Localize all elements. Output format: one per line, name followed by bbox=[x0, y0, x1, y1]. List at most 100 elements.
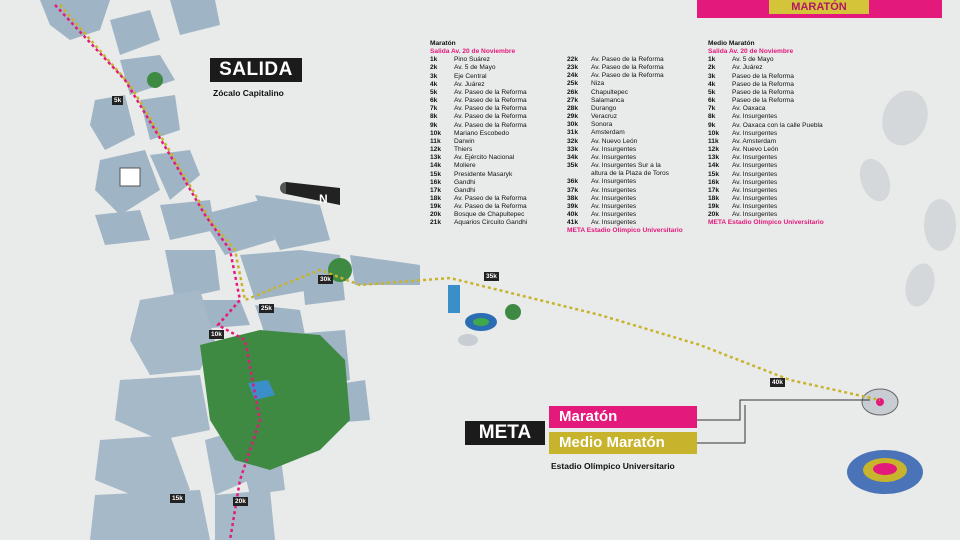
meta-label: META bbox=[465, 421, 545, 445]
street-name: Av. Paseo de la Reforma bbox=[454, 121, 527, 129]
street-name: Amsterdam bbox=[591, 129, 625, 137]
street-name: Av. 5 de Mayo bbox=[454, 64, 496, 72]
banner-title: MARATÓN bbox=[769, 0, 869, 14]
city-blocks-south bbox=[90, 290, 285, 540]
km-label: 2k bbox=[708, 64, 716, 72]
map-marker-10k: 10k bbox=[209, 330, 224, 339]
street-name: Presidente Masaryk bbox=[454, 170, 513, 178]
street-name: Niza bbox=[591, 80, 605, 88]
km-label: 8k bbox=[708, 113, 716, 121]
km-label: 14k bbox=[708, 162, 720, 170]
building-icon bbox=[119, 167, 141, 187]
street-name: Gandhi bbox=[454, 186, 476, 194]
legend-maraton: Maratón bbox=[549, 406, 697, 428]
north-label: N bbox=[319, 192, 328, 206]
km-label: 11k bbox=[708, 137, 719, 145]
medio-salida: Salida Av. 20 de Noviembre bbox=[708, 48, 794, 56]
km-label: 10k bbox=[708, 129, 720, 137]
street-name: Av. Insurgentes bbox=[591, 145, 637, 153]
km-label: 7k bbox=[430, 105, 438, 113]
street-name: Av. Insurgentes bbox=[732, 129, 778, 137]
street-name: Av. Paseo de la Reforma bbox=[591, 72, 664, 80]
street-name: Gandhi bbox=[454, 178, 476, 186]
km-row: 13k Av. Insurgentes bbox=[708, 154, 824, 162]
alameda-park bbox=[147, 72, 163, 88]
map-marker-25k: 25k bbox=[259, 304, 274, 313]
km-label: 12k bbox=[430, 146, 442, 154]
km-label: 34k bbox=[567, 153, 579, 161]
salida-location: Zócalo Capitalino bbox=[213, 88, 284, 98]
km-row: 21k Aquarios Circuito Gandhi bbox=[430, 219, 527, 227]
km-label: 9k bbox=[708, 121, 716, 129]
km-label: 27k bbox=[567, 96, 579, 104]
chapultepec-park bbox=[200, 330, 350, 470]
km-label: 21k bbox=[430, 219, 442, 227]
km-label: 31k bbox=[567, 129, 579, 137]
km-label: 18k bbox=[430, 194, 442, 202]
street-name: Mariano Escobedo bbox=[454, 129, 509, 137]
street-name: Av. Insurgentes bbox=[732, 154, 778, 162]
km-label: 36k bbox=[567, 178, 579, 186]
km-label: 20k bbox=[708, 211, 720, 219]
km-label: 4k bbox=[708, 80, 716, 88]
street-name: Pino Suárez bbox=[454, 56, 490, 64]
street-name: Av. Insurgentes bbox=[591, 194, 637, 202]
km-label: 9k bbox=[430, 121, 438, 129]
street-name: Av. Insurgentes bbox=[732, 178, 778, 186]
street-name: Durango bbox=[591, 104, 617, 112]
km-label: 22k bbox=[567, 56, 579, 63]
km-row: altura de la Plaza de Toros bbox=[567, 170, 683, 178]
street-name: altura de la Plaza de Toros bbox=[591, 170, 669, 178]
street-name: Salamanca bbox=[591, 96, 624, 104]
km-label: 13k bbox=[708, 154, 720, 162]
km-row: 10k Av. Insurgentes bbox=[708, 130, 824, 138]
km-label: 3k bbox=[708, 72, 716, 80]
km-row: 7k Av. Paseo de la Reforma bbox=[430, 105, 527, 113]
street-name: Veracruz bbox=[591, 113, 618, 121]
street-name: Av. Insurgentes bbox=[591, 186, 637, 194]
km-label: 29k bbox=[567, 113, 579, 121]
street-name: Chapultepec bbox=[591, 88, 629, 96]
maraton-salida: Salida Av. 20 de Noviembre bbox=[430, 48, 516, 56]
park-green-marker bbox=[505, 304, 521, 320]
bullring-icon bbox=[458, 334, 478, 346]
street-name: Paseo de la Reforma bbox=[732, 72, 794, 80]
street-name: Paseo de la Reforma bbox=[732, 88, 794, 96]
km-label: 33k bbox=[567, 145, 579, 153]
street-name: Av. Insurgentes bbox=[591, 210, 637, 218]
street-name: Paseo de la Reforma bbox=[732, 97, 794, 105]
km-label: 19k bbox=[430, 203, 442, 211]
meta-pointer-line bbox=[697, 399, 870, 421]
km-label: 17k bbox=[708, 186, 720, 194]
footprints-icon bbox=[859, 90, 956, 307]
street-name: Av. Paseo de la Reforma bbox=[454, 105, 527, 113]
km-label: 13k bbox=[430, 154, 442, 162]
map-marker-40k: 40k bbox=[770, 378, 785, 387]
street-name: Thiers bbox=[454, 146, 473, 154]
street-name: Av. Paseo de la Reforma bbox=[454, 97, 527, 105]
street-name: Aquarios Circuito Gandhi bbox=[454, 219, 528, 227]
km-label: 4k bbox=[430, 80, 438, 88]
north-arrow-icon bbox=[280, 182, 340, 205]
